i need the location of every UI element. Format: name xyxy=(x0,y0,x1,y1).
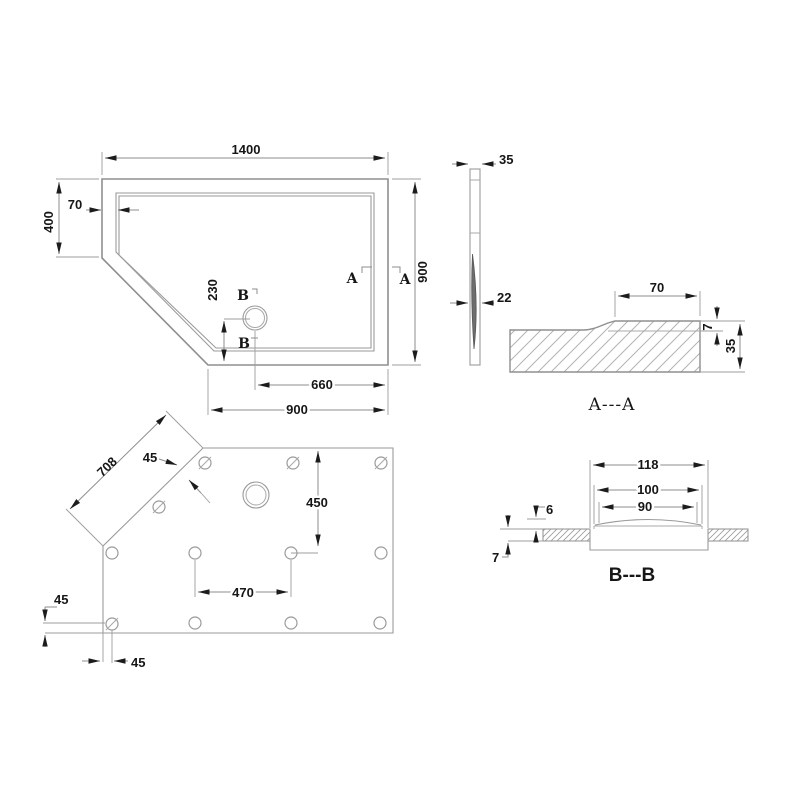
side-view: 35 22 xyxy=(450,152,513,366)
dim-45diag-tail xyxy=(200,492,211,504)
section-b-bracket-top xyxy=(252,288,258,294)
dim-470-label: 470 xyxy=(232,585,254,600)
tray-rim-inner-line xyxy=(118,195,372,349)
section-a-bracket-right xyxy=(392,266,401,273)
dim-400-label: 400 xyxy=(41,211,56,233)
dim-470-extensions xyxy=(194,560,292,597)
dim-70-label: 70 xyxy=(68,197,82,212)
bottom-outline xyxy=(102,447,394,634)
dim-7bb-bracket xyxy=(502,556,509,558)
bottom-drain-outer xyxy=(242,481,270,509)
section-aa-view: 70 7 35 A---A xyxy=(509,280,745,415)
dim-1400-label: 1400 xyxy=(232,142,261,157)
plan-view: 1400 400 70 900 230 660 900 A A B xyxy=(41,142,430,420)
section-b-marker-bottom: B xyxy=(238,336,250,352)
dim-230-label: 230 xyxy=(205,279,220,301)
dim-660-extensions xyxy=(254,331,389,415)
section-a-bracket-left xyxy=(361,266,372,273)
side-profile-outline xyxy=(469,168,481,366)
dim-45diag-label: 45 xyxy=(143,450,157,465)
dim-708-extensions xyxy=(65,410,204,547)
dim-100-label: 100 xyxy=(637,482,659,497)
section-bb-title: B---B xyxy=(609,565,655,586)
dim-bb-left-extensions xyxy=(500,518,546,542)
side-profile-slope-curve xyxy=(471,253,477,350)
section-bb-drain-dome xyxy=(594,518,702,526)
dim-45diag-arrow-lower xyxy=(188,479,202,494)
dim-660-label: 660 xyxy=(311,377,333,392)
section-aa-body xyxy=(509,320,701,373)
bottom-holes-slotted xyxy=(105,456,388,631)
tray-outline xyxy=(101,178,389,366)
dim-45diag-arrow-upper xyxy=(158,458,178,466)
tray-rim-outer-line xyxy=(115,192,375,352)
dim-aa70-label: 70 xyxy=(650,280,664,295)
section-a-marker-right: A xyxy=(399,272,412,288)
bottom-view: 708 45 450 470 45 45 xyxy=(42,410,394,670)
dim-45v-label: 45 xyxy=(54,592,68,607)
dim-7bb-label: 7 xyxy=(492,550,499,565)
section-bb-cover-edges xyxy=(593,525,703,529)
dim-1400-extensions xyxy=(101,152,389,175)
dim-708-label: 708 xyxy=(94,454,120,480)
dim-708-line xyxy=(69,414,167,510)
dim-corner-extensions xyxy=(43,622,113,663)
dim-90-label: 90 xyxy=(638,499,652,514)
dim-400-extensions xyxy=(56,178,99,258)
dim-aa35-label: 35 xyxy=(723,339,738,353)
section-bb-view: 118 100 90 6 7 B---B xyxy=(492,455,749,586)
section-a-marker-left: A xyxy=(346,271,359,287)
drain-outer-circle xyxy=(242,305,268,331)
dim-900-label: 900 xyxy=(415,261,430,283)
dim-bb-extensions xyxy=(589,460,709,528)
side-profile-seams xyxy=(470,179,480,234)
section-aa-title: A---A xyxy=(588,395,636,415)
section-bb-floor-right xyxy=(707,528,749,542)
section-bb-recess xyxy=(589,529,709,551)
dim-aa7-label: 7 xyxy=(700,323,715,330)
dim-118-label: 118 xyxy=(638,457,659,472)
dim-35side-label: 35 xyxy=(499,152,513,167)
dim-22-label: 22 xyxy=(497,290,511,305)
dim-900b-label: 900 xyxy=(286,402,308,417)
dim-900-extensions xyxy=(392,178,421,366)
dim-45h-label: 45 xyxy=(131,655,145,670)
dim-aa7-extensions xyxy=(700,320,745,332)
dim-450-label: 450 xyxy=(306,495,328,510)
drain-inner-circle xyxy=(245,308,265,328)
dim-aa70-extensions xyxy=(614,291,701,317)
bottom-drain-inner xyxy=(245,484,267,506)
section-b-marker-top: B xyxy=(237,288,249,304)
section-bb-floor-left xyxy=(542,528,591,542)
dim-6-label: 6 xyxy=(546,502,553,517)
